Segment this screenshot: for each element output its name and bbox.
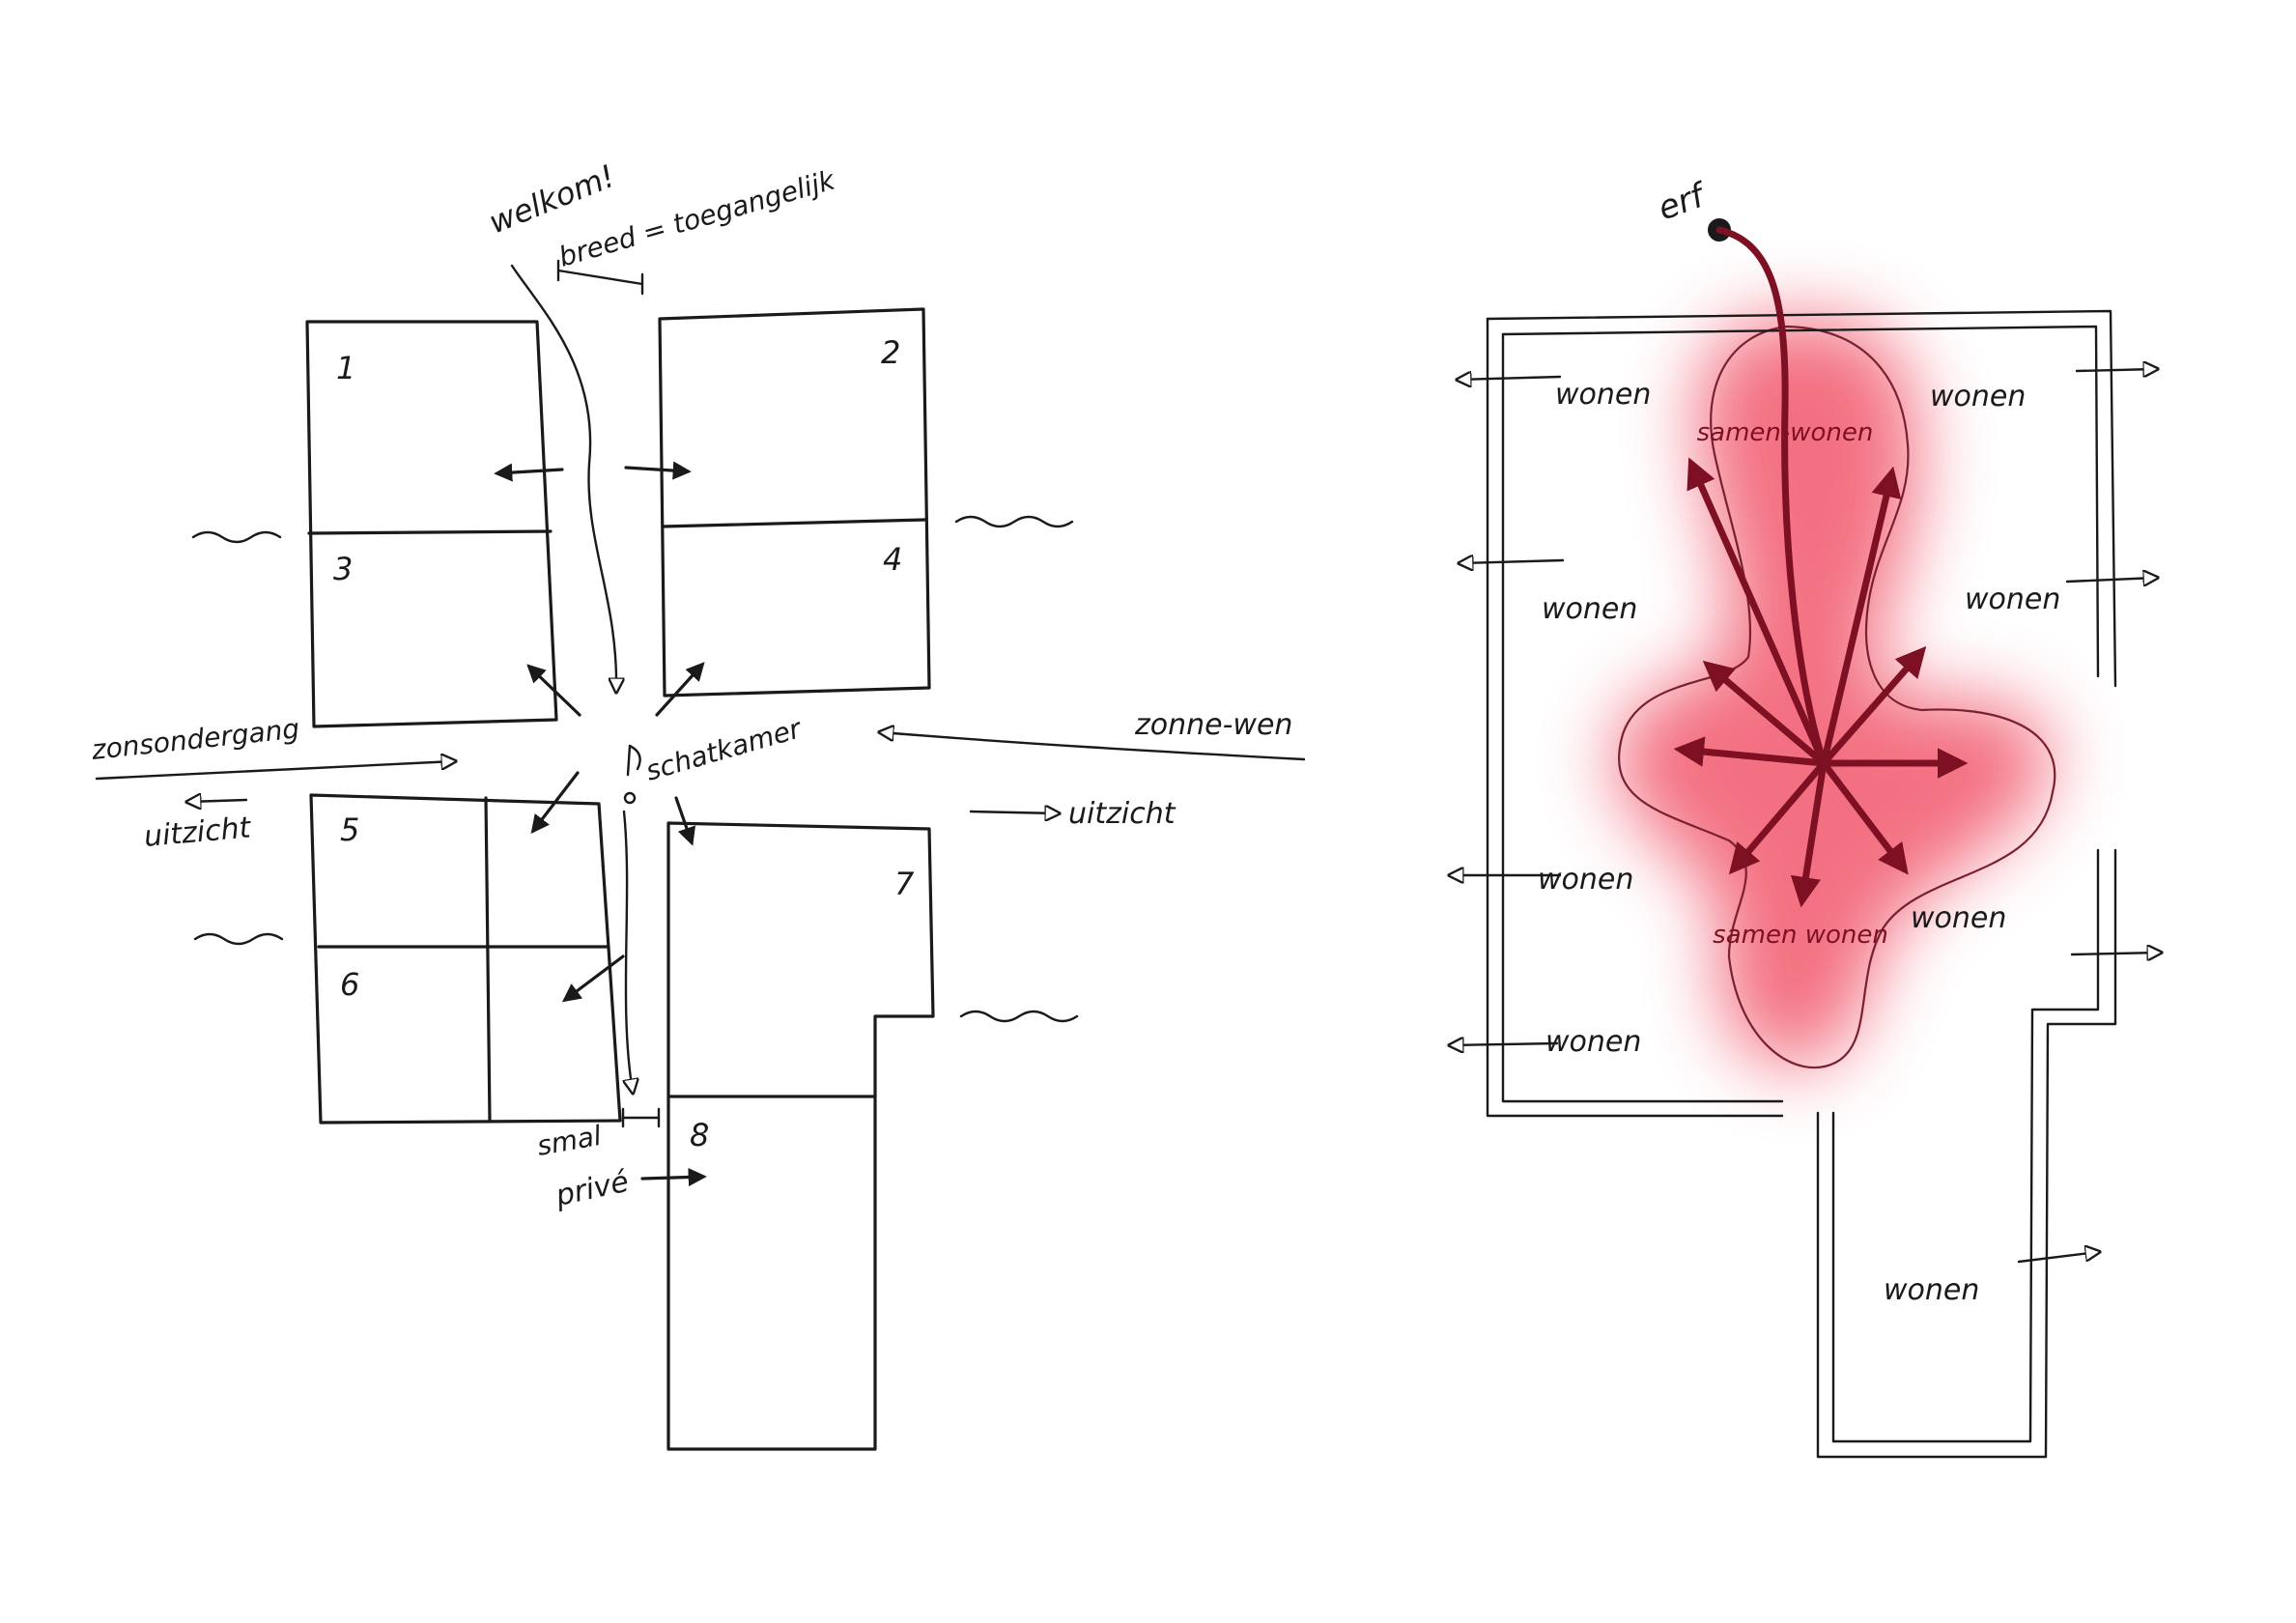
living-label-4: wonen — [1965, 583, 2060, 616]
center-point-icon — [623, 791, 637, 805]
block-rooms-1-3 — [305, 320, 558, 728]
entry-path-arrow — [510, 264, 616, 691]
living-label-6: wonen — [1911, 901, 2006, 935]
shared-living-bottom-label: samen wonen — [1713, 921, 1888, 950]
sun-path-arrow — [881, 732, 1306, 761]
wide-dimension — [556, 259, 644, 296]
sunset-label: zonsondergang — [89, 713, 300, 767]
room-arrows — [494, 461, 707, 1187]
living-label-1: wonen — [1555, 378, 1651, 412]
narrow-label: smal — [534, 1120, 604, 1162]
private-label: privé — [552, 1165, 632, 1213]
shared-arrows — [1673, 457, 1969, 908]
yard-path — [1715, 226, 1828, 767]
treasure-room-label: schatkamer — [642, 712, 806, 787]
yard-label: erf — [1653, 175, 1713, 228]
living-label-5: wonen — [1538, 863, 1633, 897]
room-8-label: 8 — [690, 1117, 709, 1153]
treasure-flag-icon — [626, 744, 641, 777]
view-left-arrow — [188, 800, 248, 802]
shared-living-top-label: samen-wonen — [1697, 418, 1874, 447]
building-walls — [1486, 309, 2117, 1459]
room-1-label: 1 — [336, 350, 355, 386]
living-label-8: wonen — [1884, 1273, 1979, 1307]
left-plan: welkom! breed = toegangelijk 1 2 3 4 5 6… — [89, 157, 1306, 1451]
right-plan: erf wonen wonen wonen wonen wonen wonen … — [1451, 175, 2160, 1459]
living-label-2: wonen — [1930, 380, 2026, 413]
shared-zone-outline — [1618, 325, 2056, 1068]
block-rooms-2-4 — [658, 307, 931, 698]
water-marks — [191, 515, 1079, 1023]
sunset-arrow — [95, 761, 454, 781]
narrow-dimension — [621, 1107, 661, 1128]
view-left-label: uitzicht — [143, 811, 253, 854]
sun-path-label: zonne-wen — [1134, 708, 1292, 742]
welcome-label: welkom! — [484, 157, 620, 242]
block-rooms-5-6 — [309, 793, 622, 1125]
room-4-label: 4 — [883, 541, 902, 578]
room-6-label: 6 — [340, 966, 359, 1003]
view-right-arrow — [969, 812, 1058, 813]
room-5-label: 5 — [340, 812, 359, 848]
view-right-label: uitzicht — [1068, 797, 1176, 831]
living-label-3: wonen — [1542, 592, 1637, 626]
room-7-label: 7 — [894, 866, 915, 902]
room-2-label: 2 — [881, 334, 900, 371]
room-3-label: 3 — [333, 551, 353, 587]
view-arrows — [1451, 369, 2160, 1264]
block-rooms-7-8 — [666, 821, 935, 1451]
shared-zone-glow — [1614, 319, 2052, 1067]
living-label-7: wonen — [1545, 1025, 1641, 1059]
narrow-path-arrow — [624, 810, 633, 1092]
